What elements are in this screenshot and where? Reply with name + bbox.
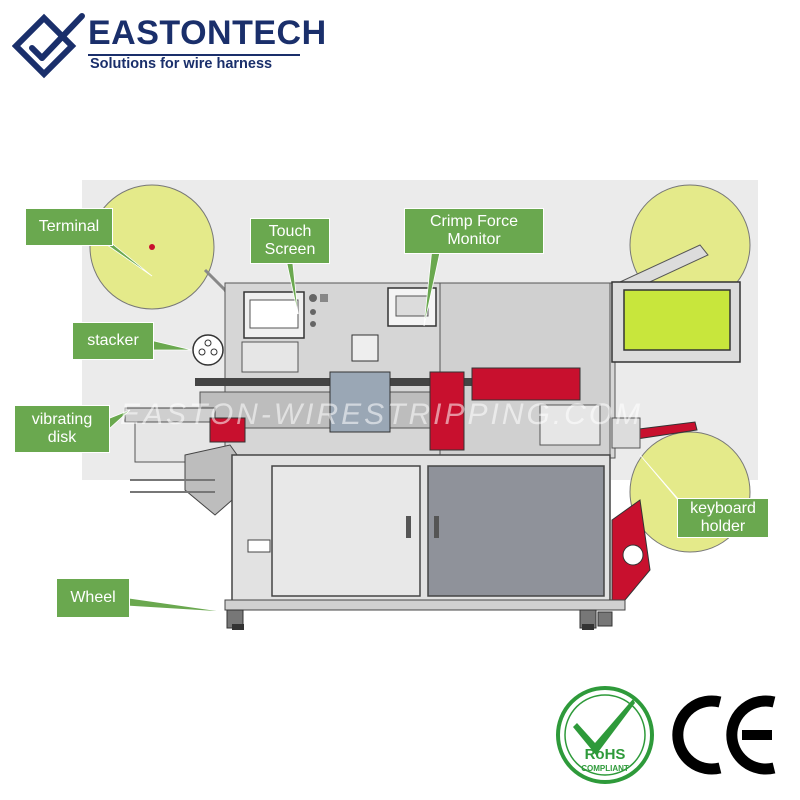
stacker-wheel xyxy=(192,334,224,366)
crimp-unit-red-top xyxy=(471,367,581,401)
label-wheel: Wheel xyxy=(56,578,130,618)
machine-diagram xyxy=(82,180,758,630)
rohs-badge-icon: RoHS COMPLIANT xyxy=(556,686,654,784)
label-crimp-force-monitor: Crimp Force Monitor xyxy=(404,208,544,254)
eastontech-logo-icon xyxy=(12,13,85,79)
ce-mark-icon xyxy=(672,695,776,775)
rohs-subtitle: COMPLIANT xyxy=(581,764,629,773)
label-vibrating-disk: vibrating disk xyxy=(14,405,110,453)
cabinet-door-left xyxy=(271,465,421,597)
cabinet-door-right xyxy=(427,465,605,597)
label-touch-screen: Touch Screen xyxy=(250,218,330,264)
brand-divider xyxy=(88,54,300,56)
label-keyboard-holder: keyboard holder xyxy=(677,498,769,538)
label-stacker: stacker xyxy=(72,322,154,360)
brand-name: EASTONTECH xyxy=(88,14,327,52)
watermark: EASTON-WIRESTRIPPING.COM xyxy=(120,398,644,431)
label-terminal: Terminal xyxy=(25,208,113,246)
rohs-title: RoHS xyxy=(585,746,626,763)
crimp-unit-red-side xyxy=(429,371,465,451)
brand-tagline: Solutions for wire harness xyxy=(90,56,273,72)
